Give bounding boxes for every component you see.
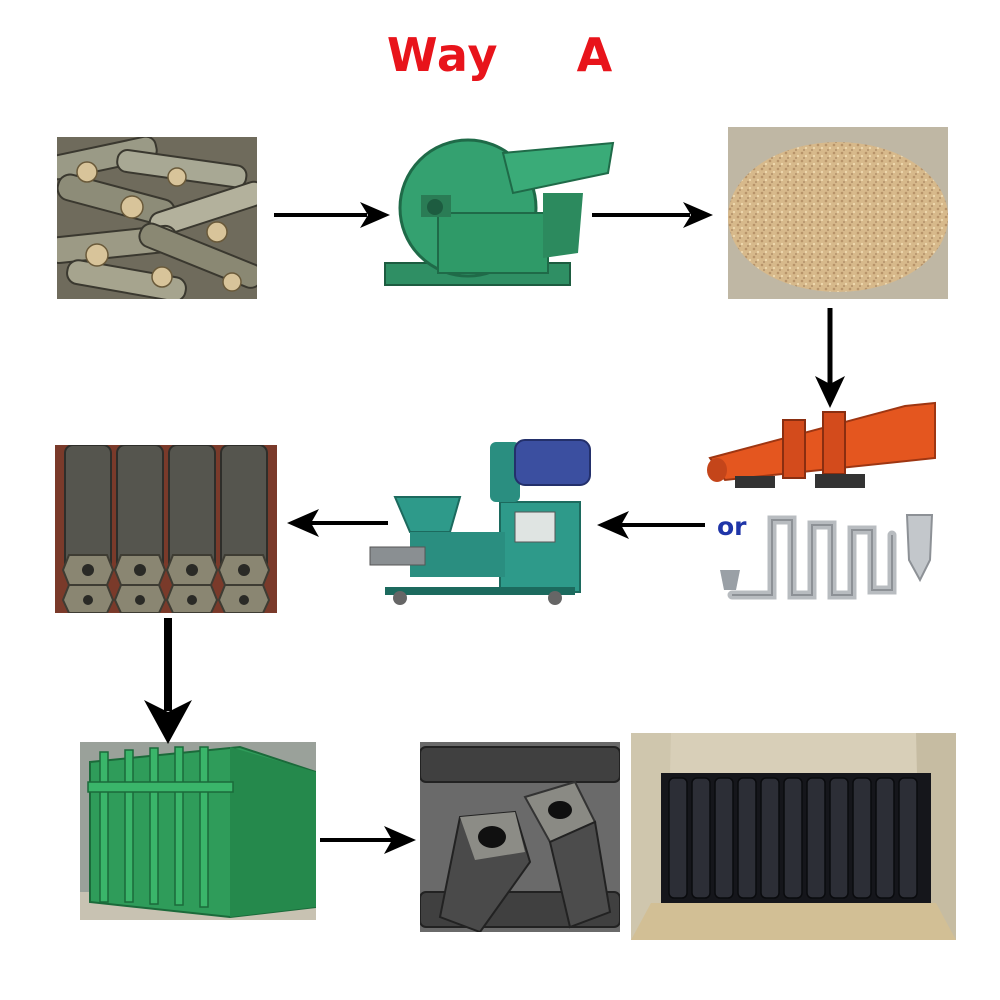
arrow-sawdust-to-dryer <box>815 308 845 408</box>
arrow-crusher-to-sawdust <box>592 202 713 228</box>
rotary-drum-dryer-photo <box>705 398 937 494</box>
hexagonal-briquettes-photo <box>55 445 277 613</box>
arrow-machine-to-briquettes <box>287 509 388 537</box>
wood-logs-photo <box>57 137 257 299</box>
arrow-briquettes-to-furnace <box>144 618 192 744</box>
wood-crusher-machine-photo <box>383 133 615 298</box>
carbonization-furnace-photo <box>80 742 316 920</box>
diagram-title: Way A <box>386 28 614 82</box>
or-label: or <box>717 512 747 541</box>
sawdust-pile-photo <box>728 127 948 299</box>
arrow-dryer-to-briquette-machine <box>597 511 705 539</box>
briquette-press-machine-photo <box>365 432 602 608</box>
arrow-logs-to-crusher <box>274 202 390 228</box>
boxed-charcoal-photo <box>631 733 956 940</box>
airflow-pipe-dryer-photo <box>712 500 942 610</box>
charcoal-briquette-closeup-photo <box>420 742 620 932</box>
arrow-furnace-to-charcoal <box>320 826 416 854</box>
